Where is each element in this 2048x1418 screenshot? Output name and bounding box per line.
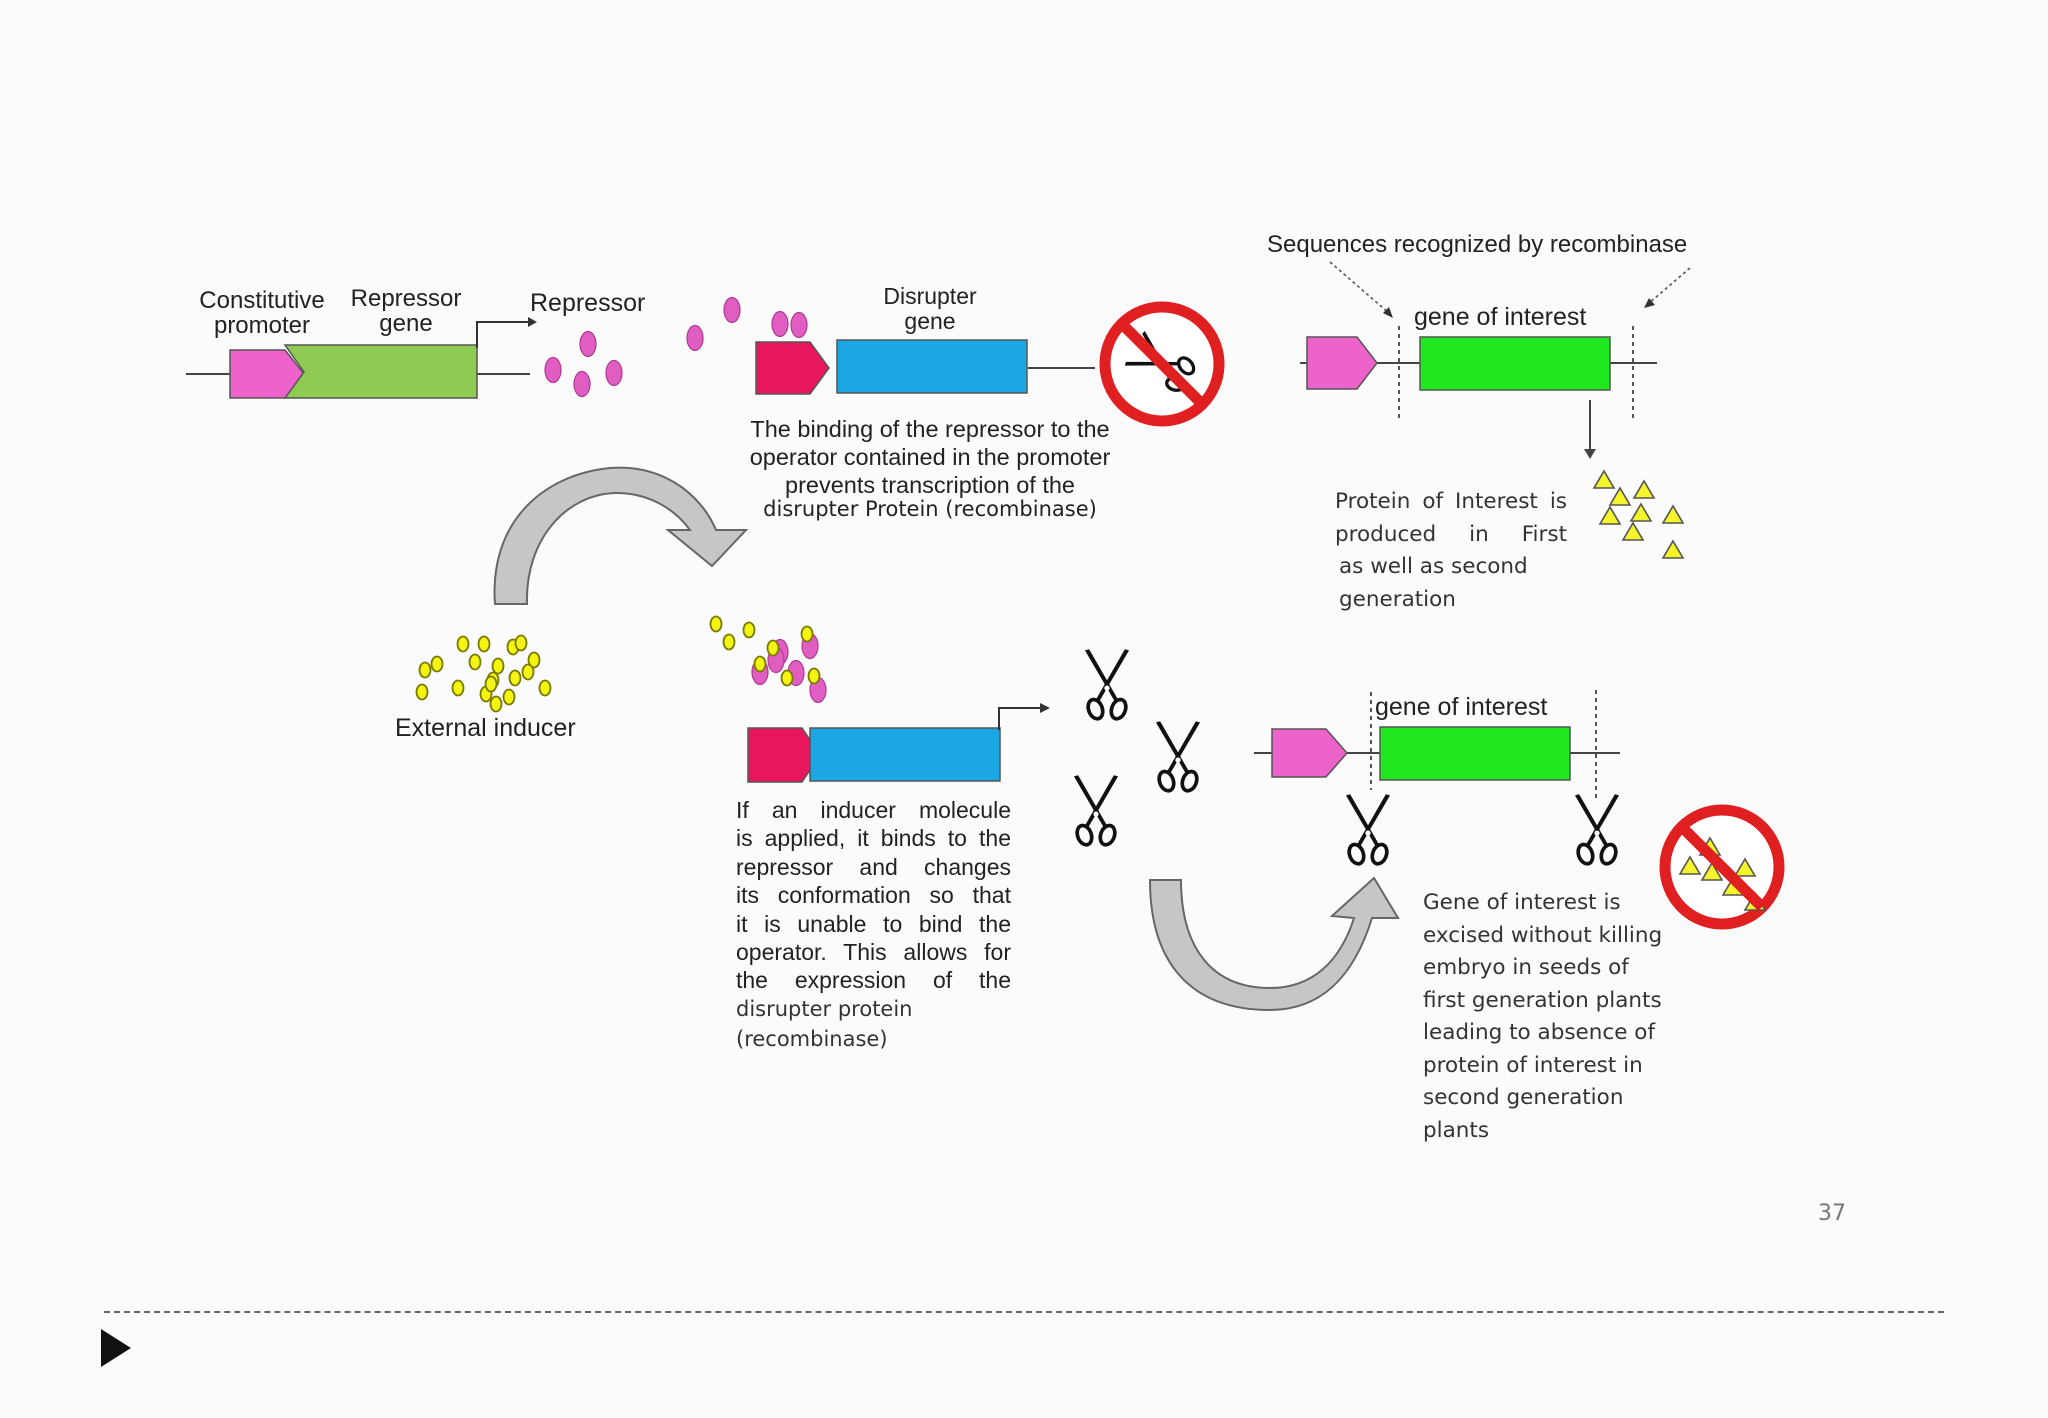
gene-of-interest-label-bottom: gene of interest <box>1375 693 1548 721</box>
play-arrow-icon[interactable] <box>101 1329 131 1367</box>
external-inducer-molecules <box>415 634 552 713</box>
transcription-arrow <box>998 707 1040 730</box>
promoter <box>1306 336 1378 390</box>
operator-promoter <box>747 727 821 783</box>
excised-caption: Gene of interest is excised without kill… <box>1423 890 1663 1143</box>
curved-arrow-icon <box>493 466 749 605</box>
goi-construct-bottom <box>1254 690 1621 868</box>
transcription-arrow <box>476 321 528 348</box>
binding-caption: The binding of the repressor to the oper… <box>749 416 1111 521</box>
gene-of-interest-box <box>1379 726 1571 781</box>
disrupter-construct-bottom <box>747 703 1050 783</box>
repressor-construct <box>186 317 537 399</box>
disrupter-gene-box <box>836 339 1028 394</box>
recombinase-sites-label: Sequences recognized by recombinase <box>1267 231 1688 258</box>
disrupter-gene-label: Disrupter gene <box>883 283 977 334</box>
external-inducer-label: External inducer <box>395 714 576 742</box>
protein-of-interest-triangles <box>1593 470 1684 559</box>
promoter <box>1271 728 1348 778</box>
disrupter-construct-top <box>755 339 1095 395</box>
no-cutting-icon <box>1099 301 1225 427</box>
curved-arrow-icon <box>1148 876 1400 1012</box>
scissors-icon-group <box>1072 647 1202 849</box>
inducer-caption: If an inducer molecule is applied, it bi… <box>736 797 1011 1051</box>
footer-divider <box>104 1311 1944 1313</box>
gene-of-interest-box <box>1419 336 1611 391</box>
repressor-gene-label: Repressor gene <box>350 285 462 337</box>
no-protein-icon <box>1659 804 1785 930</box>
page-number: 37 <box>1818 1201 1846 1226</box>
repressor-label: Repressor <box>530 289 646 317</box>
inactivated-repressors <box>709 615 827 704</box>
goi-construct-top <box>1300 261 1691 459</box>
operator-promoter <box>755 341 830 395</box>
repressor-gene-box <box>283 344 478 399</box>
gene-of-interest-label-top: gene of interest <box>1414 303 1587 331</box>
protein-produced-caption: Protein of Interest is produced in First… <box>1335 489 1567 612</box>
constitutive-promoter-label: Constitutive promoter <box>199 287 325 339</box>
disrupter-gene-box <box>809 727 1001 782</box>
